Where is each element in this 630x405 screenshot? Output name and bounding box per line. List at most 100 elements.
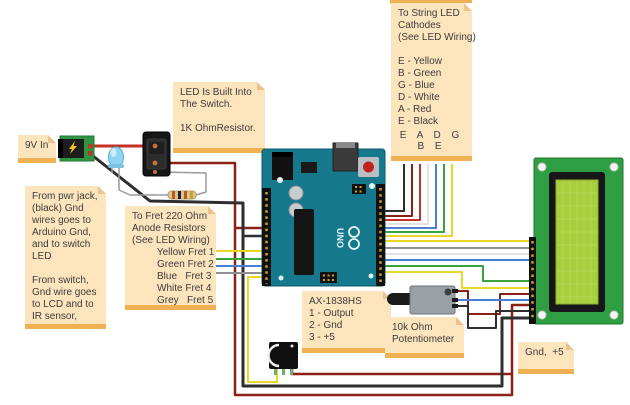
note-switch-led-text: LED Is Built Into The Switch. 1K OhmResi… <box>180 87 256 134</box>
lcd-bezel <box>549 172 605 312</box>
wire-string-red <box>385 164 421 221</box>
wire-string-green <box>385 164 445 233</box>
ir-sensor-body <box>269 342 298 369</box>
power-jack-barrel <box>58 139 84 158</box>
note-bottom-bar <box>518 369 574 374</box>
arduino-power-jack-lip <box>272 152 293 157</box>
pot-leg <box>452 298 458 302</box>
switch-pin <box>152 160 158 166</box>
note-potentiometer: 10k Ohm Potentiometer <box>385 317 464 358</box>
uno-logo: UNO <box>335 226 360 250</box>
note-ground-routing: From pwr jack, (black) Gnd wires goes to… <box>25 186 106 329</box>
wire-string-yellow <box>385 164 453 237</box>
ir-sensor-leg <box>290 367 293 375</box>
mounting-hole <box>368 273 374 279</box>
led-base <box>108 164 124 168</box>
lcd-display <box>529 157 624 325</box>
voltage-regulator <box>301 162 317 173</box>
reset-button <box>363 161 374 173</box>
switch-pin <box>152 143 158 149</box>
led-highlight <box>110 148 117 157</box>
wire-string-black <box>385 164 405 212</box>
note-potentiometer-text: 10k Ohm Potentiometer <box>392 322 455 345</box>
note-lcd-power-text: Gnd, +5 <box>525 347 564 358</box>
mounting-hole <box>278 275 284 281</box>
mounting-hole <box>537 162 547 172</box>
power-jack-pin <box>88 151 93 156</box>
capacitor <box>288 185 304 201</box>
arduino-usb-port <box>332 142 359 172</box>
icsp-header-2 <box>320 272 337 283</box>
wire-yellow-ir-output <box>247 276 278 383</box>
note-bottom-bar <box>25 324 106 329</box>
switch-pin <box>153 170 157 174</box>
note-bottom-bar <box>173 148 265 153</box>
atmega-chip <box>294 209 314 275</box>
pot-screw <box>444 288 452 296</box>
capacitor <box>288 202 304 218</box>
wire-pot-darkred <box>456 290 531 315</box>
note-bottom-bar <box>391 156 472 161</box>
wire-lcd-green <box>384 265 531 282</box>
icsp-header <box>352 184 366 194</box>
ir-sensor-leg <box>282 367 285 375</box>
ir-sensor <box>267 342 298 375</box>
mounting-hole <box>537 310 547 320</box>
wire-string-blue <box>385 164 437 229</box>
potentiometer <box>387 285 458 315</box>
mounting-hole <box>609 310 619 320</box>
lightning-bolt-icon <box>69 141 77 154</box>
note-switch-led: LED Is Built Into The Switch. 1K OhmResi… <box>173 82 265 153</box>
lcd-pcb <box>533 157 624 325</box>
resistor-band <box>178 191 181 199</box>
power-jack-pin <box>88 144 93 149</box>
note-bottom-bar <box>125 305 216 310</box>
lcd-screen <box>555 179 599 305</box>
switch-rocker-top <box>149 142 164 154</box>
note-string-order-text: E A D G B E <box>399 130 464 152</box>
ir-sensor-dome <box>267 343 280 368</box>
wire-darkred-ir-branch <box>290 367 512 376</box>
mounting-hole <box>277 177 283 183</box>
note-string-cathodes: To String LED Cathodes (See LED Wiring) … <box>391 3 476 161</box>
resistor-band <box>184 191 187 199</box>
pot-leg <box>452 304 458 308</box>
note-lcd-power: Gnd, +5 <box>518 342 574 374</box>
pot-shaft <box>387 293 419 305</box>
arduino-left-header <box>262 188 271 286</box>
led-blue <box>108 146 124 168</box>
arduino-usb-lip <box>336 143 355 148</box>
resistor-band <box>172 191 175 199</box>
note-string-cathodes-text: To String LED Cathodes (See LED Wiring) … <box>398 8 476 127</box>
reset-button-base <box>358 157 379 177</box>
arduino-uno: UNO <box>261 142 386 287</box>
lead-led-to-resistor <box>118 167 168 196</box>
mounting-hole <box>369 183 375 189</box>
arduino-power-jack <box>272 152 293 180</box>
note-fret-resistors-text: To Fret 220 Ohm Anode Resistors (See LED… <box>132 211 215 306</box>
switch-rocker <box>146 138 167 170</box>
uno-logo-text: UNO <box>335 228 345 248</box>
lead-resistor-to-switch <box>160 171 207 196</box>
note-9v-in-text: 9V In <box>25 140 49 151</box>
power-jack <box>58 135 95 162</box>
wire-string-white <box>385 164 429 225</box>
lcd-char-grid <box>557 181 597 303</box>
ir-sensor-leg <box>274 367 277 375</box>
cropped-note-bar <box>390 0 472 4</box>
arduino-right-header <box>376 184 385 286</box>
arduino-board <box>261 148 386 287</box>
led-bulb <box>108 146 124 168</box>
mounting-hole <box>609 162 619 172</box>
resistor-band <box>190 191 193 199</box>
pot-body <box>409 285 456 315</box>
note-ir-sensor-text: AX-1838HS 1 - Output 2 - Gnd 3 - +5 <box>309 296 362 343</box>
uno-logo-ring <box>348 226 360 238</box>
note-bottom-bar <box>385 353 464 358</box>
switch-body <box>142 131 171 177</box>
rocker-switch <box>142 131 171 177</box>
note-bottom-bar <box>18 158 56 163</box>
note-bottom-bar <box>302 348 391 353</box>
wire-string-darkred <box>385 164 413 217</box>
